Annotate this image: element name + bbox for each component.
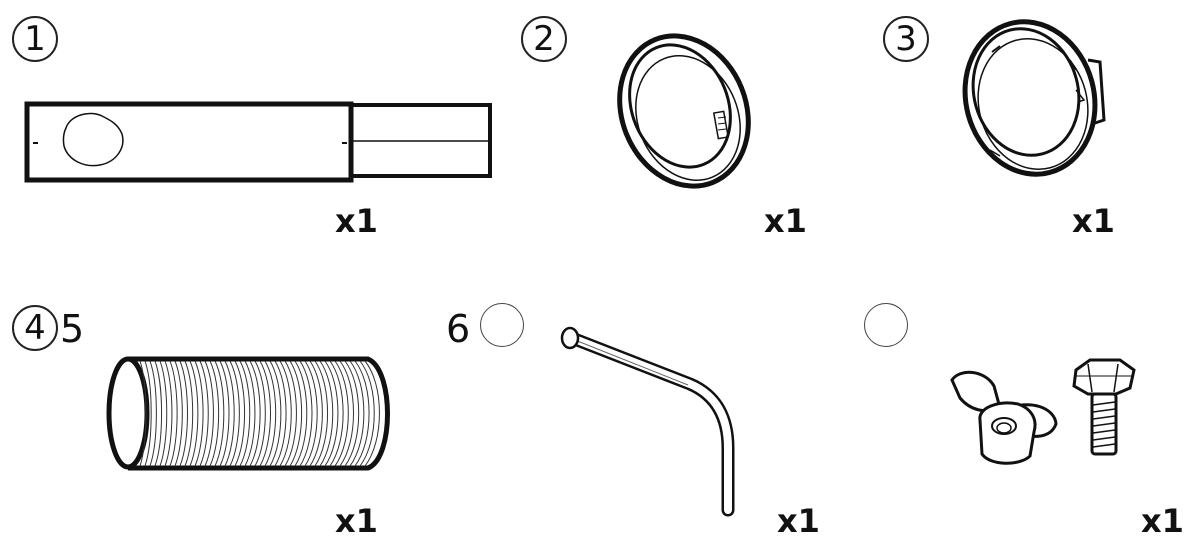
window-slider-kit xyxy=(24,101,492,183)
support-rod xyxy=(560,326,735,517)
item-3-quantity: x1 xyxy=(1072,202,1115,240)
item-2-quantity: x1 xyxy=(764,202,807,240)
item-4-number: 4 xyxy=(12,305,58,351)
exhaust-connector-ring xyxy=(962,19,1106,177)
window-connector-ring xyxy=(617,33,751,189)
item-1-number: 1 xyxy=(12,16,58,62)
item-6-circle xyxy=(480,303,524,347)
item-3-number: 3 xyxy=(883,16,929,62)
item-4-5-quantity: x1 xyxy=(335,502,378,540)
item-5-number: 5 xyxy=(60,307,85,351)
item-6-number: 6 xyxy=(446,307,471,351)
exhaust-hose xyxy=(106,356,390,471)
item-2-number: 2 xyxy=(521,16,567,62)
wing-nut xyxy=(950,370,1058,465)
bolt xyxy=(1072,358,1136,456)
item-1-quantity: x1 xyxy=(335,202,378,240)
item-6-quantity: x1 xyxy=(777,502,820,540)
item-7-quantity: x1 xyxy=(1141,502,1184,540)
item-7-circle xyxy=(864,303,908,347)
